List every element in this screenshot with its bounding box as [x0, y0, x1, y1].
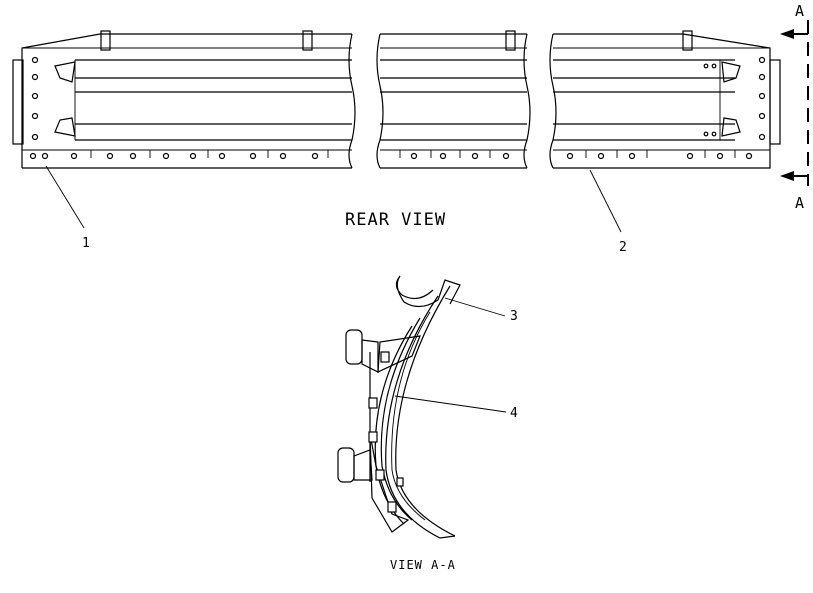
rear-view-right-segment	[549, 30, 781, 169]
callout-2: 2	[619, 240, 627, 255]
section-arrow-top-icon	[780, 29, 794, 39]
section-mark-bottom: A	[795, 194, 804, 212]
leader-4: 4	[394, 395, 518, 421]
leader-1: 1	[45, 165, 90, 251]
callout-4: 4	[510, 406, 518, 421]
rear-view-middle-segment	[376, 30, 531, 169]
callout-1: 1	[82, 236, 90, 251]
callout-3: 3	[510, 309, 518, 324]
section-mark-top: A	[795, 2, 804, 20]
leader-3: 3	[444, 297, 518, 324]
leader-2: 2	[589, 169, 627, 255]
view-a-a-caption: VIEW A-A	[390, 558, 456, 572]
rear-view-caption: REAR VIEW	[345, 210, 446, 230]
section-arrow-bottom-icon	[780, 171, 794, 181]
section-line-a-a: A A	[780, 2, 809, 212]
view-a-a-detail	[337, 275, 461, 539]
rear-view-left-segment	[12, 30, 356, 169]
